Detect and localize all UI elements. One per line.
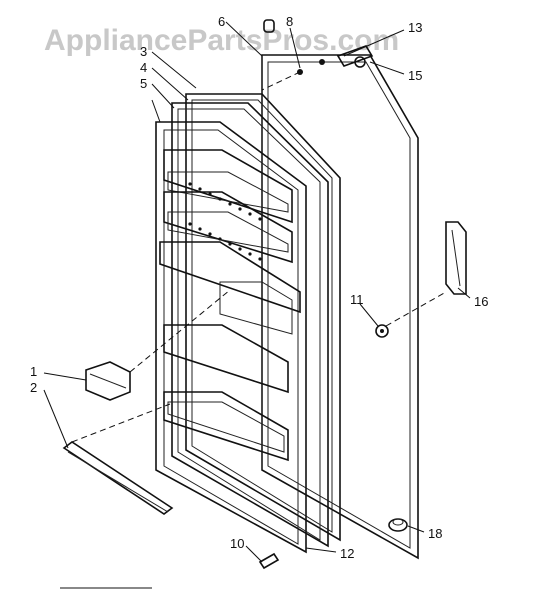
callout-4: 4	[140, 60, 147, 75]
callout-2: 2	[30, 380, 37, 395]
part-11-screw	[375, 324, 389, 338]
callout-12: 12	[340, 546, 354, 561]
callout-5: 5	[140, 76, 147, 91]
assembly-guide-lines	[71, 71, 447, 443]
callout-11: 11	[350, 292, 364, 307]
callout-18: 18	[428, 526, 442, 541]
callout-6: 6	[218, 14, 225, 29]
part-18-bumper	[388, 518, 408, 532]
leader-lines	[43, 21, 471, 589]
door-liner	[155, 121, 307, 554]
callout-10: 10	[230, 536, 244, 551]
callout-1: 1	[30, 364, 37, 379]
part-2-shelf-bar	[62, 441, 174, 515]
part-1-small-bin	[85, 361, 131, 401]
callout-15: 15	[408, 68, 422, 83]
watermark-text: AppliancePartsPros.com	[44, 24, 399, 57]
callout-8: 8	[286, 14, 293, 29]
callout-labels: 3 4 5 6 8 13 15 16 11 1 2 18 10 12	[30, 14, 488, 561]
callout-13: 13	[408, 20, 422, 35]
outer-door-panel	[261, 54, 419, 560]
door-gasket-frame	[171, 93, 341, 548]
part-10-screw	[258, 552, 280, 570]
callout-16: 16	[474, 294, 488, 309]
callout-3: 3	[140, 44, 147, 59]
shelf-rack-pattern	[188, 182, 262, 261]
part-16-door-handle	[445, 221, 467, 295]
